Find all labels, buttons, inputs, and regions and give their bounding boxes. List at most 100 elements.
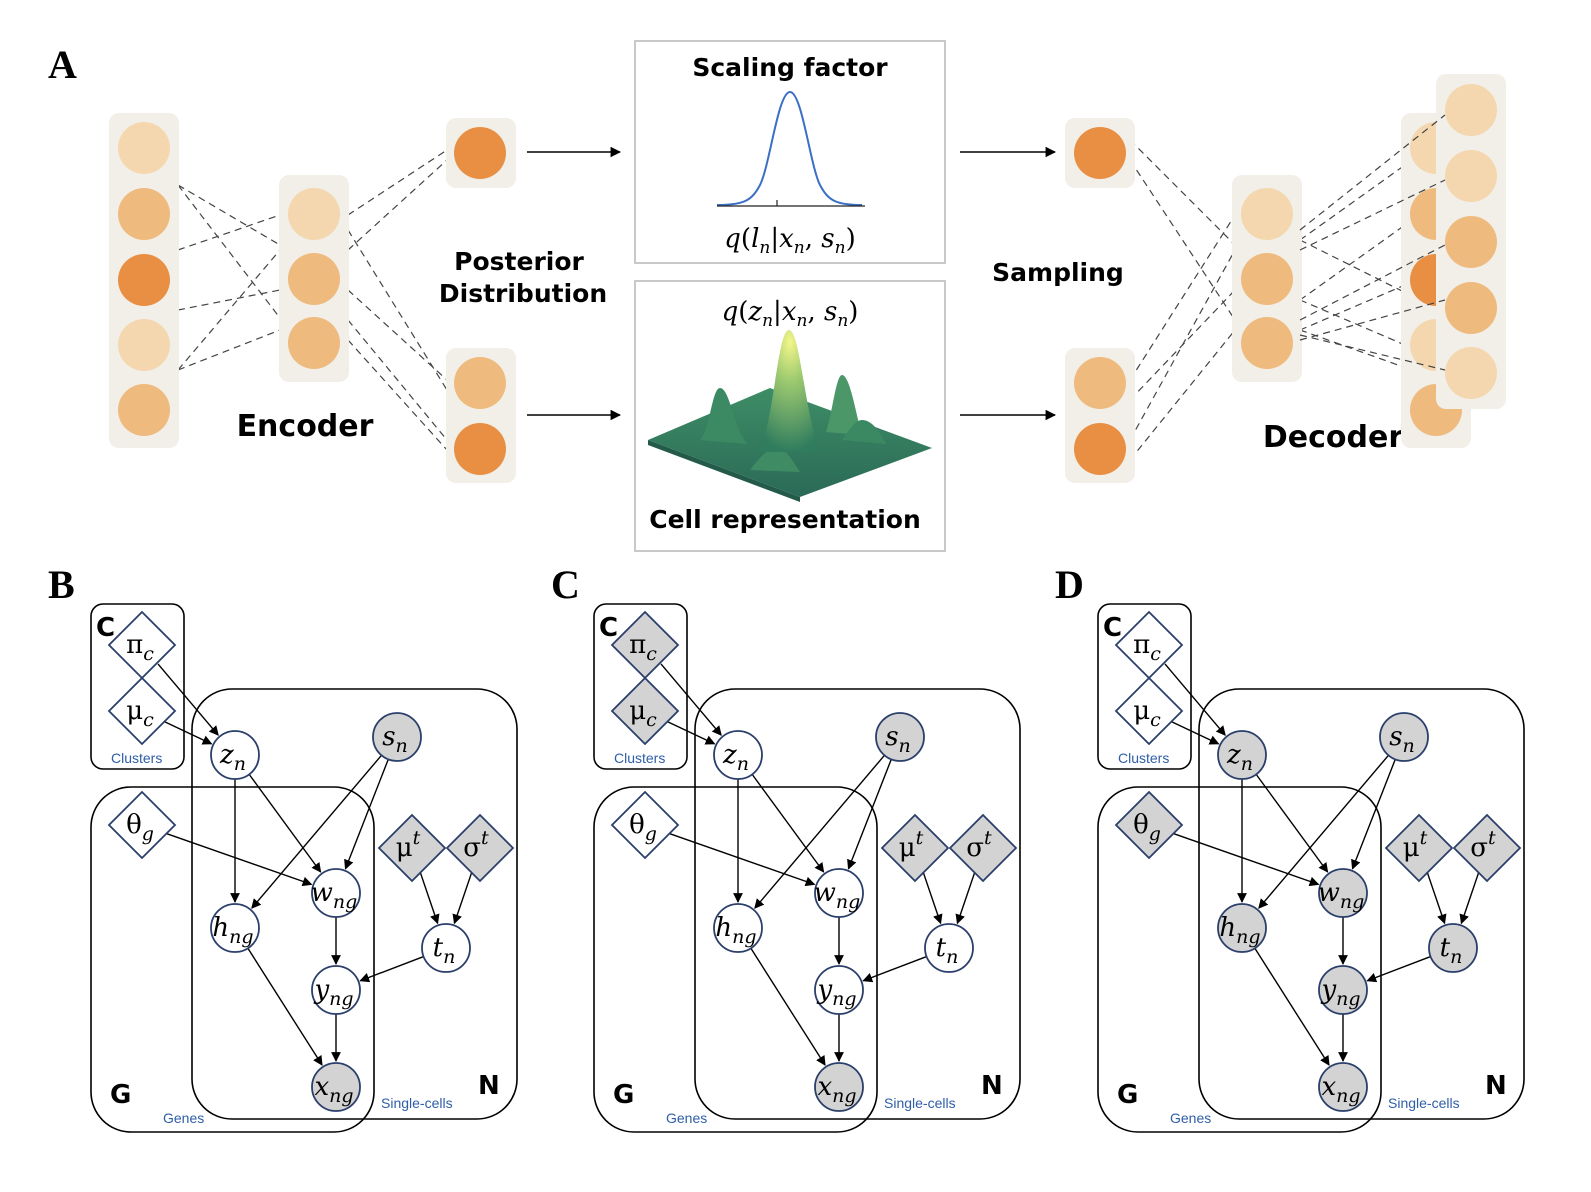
plate-n-label: N <box>981 1071 1003 1101</box>
plate-genes <box>1097 786 1382 1133</box>
gaussian-curve <box>716 90 863 206</box>
single-cells-label: Single-cells <box>884 1095 956 1111</box>
single-cells-label: Single-cells <box>1388 1095 1460 1111</box>
plate-single-cells <box>1198 688 1525 1120</box>
genes-label: Genes <box>1170 1110 1211 1126</box>
scaling-factor-title: Scaling factor <box>692 53 888 82</box>
node-s-label: sn <box>382 722 408 757</box>
node-s-label: sn <box>885 722 911 757</box>
node-x-label: xng <box>314 1072 353 1107</box>
sampling-label: Sampling <box>992 258 1124 287</box>
panel-letter-a: A <box>48 42 77 87</box>
node-mu <box>1114 676 1184 746</box>
node-mut <box>880 813 950 883</box>
node-pi-label: πc <box>629 630 657 665</box>
node-t <box>924 923 974 973</box>
node-t-label: tn <box>936 933 959 968</box>
node-w <box>814 868 864 918</box>
node-mut-label: μt <box>1403 827 1428 863</box>
edge-h-x <box>750 947 826 1066</box>
node-t <box>421 923 471 973</box>
scaling-formula: q(ln|xn, sn) <box>724 224 855 258</box>
node-h <box>713 903 763 953</box>
plate-single-cells <box>191 688 518 1120</box>
node-h-label: hng <box>715 913 756 948</box>
plate-c-label: C <box>599 613 618 643</box>
node-h-label: hng <box>1219 913 1260 948</box>
edge-mut-t <box>1426 871 1447 925</box>
node-y-label: yng <box>1320 975 1360 1010</box>
plate-n-label: N <box>478 1071 500 1101</box>
sampled-z-nodes <box>1065 348 1135 483</box>
node-x <box>814 1062 864 1112</box>
edge-z-w <box>751 773 825 873</box>
node-h-label: hng <box>212 913 253 948</box>
node-sigmat-label: σt <box>966 827 992 863</box>
node-x <box>311 1062 361 1112</box>
node-mut-label: μt <box>396 827 421 863</box>
node-pi-label: πc <box>1133 630 1161 665</box>
node-mu-label: μc <box>629 696 657 731</box>
panel-letter: C <box>551 562 580 607</box>
plate-clusters <box>90 603 185 770</box>
node-mut <box>377 813 447 883</box>
edge-mut-t <box>419 871 440 925</box>
node-t <box>1428 923 1478 973</box>
node-sigmat <box>445 813 515 883</box>
sampled-scaling-node <box>1065 118 1135 188</box>
decoder-output-connections <box>1299 114 1446 371</box>
decoder-label: Decoder <box>1263 420 1403 455</box>
edge-sigmat-t <box>1459 871 1480 925</box>
node-y <box>1318 965 1368 1015</box>
node-theta-label: θg <box>629 810 657 845</box>
node-pi-label: πc <box>126 630 154 665</box>
edge-h-x <box>247 947 323 1066</box>
output-layer-front <box>1436 74 1506 409</box>
plate-single-cells <box>694 688 1021 1120</box>
posterior-label: Posterior <box>454 247 584 276</box>
node-s <box>372 712 422 762</box>
node-s <box>875 712 925 762</box>
panel-letter: D <box>1055 562 1084 607</box>
node-mut <box>1384 813 1454 883</box>
edge-t-y <box>862 955 927 983</box>
edge-pi-z <box>660 663 722 736</box>
input-layer <box>109 113 179 448</box>
edge-theta-w <box>1172 832 1320 887</box>
latent-scaling-node <box>446 118 516 188</box>
node-sigmat-label: σt <box>1470 827 1496 863</box>
plate-c-label: C <box>96 613 115 643</box>
edge-s-h <box>251 754 383 909</box>
node-t-label: tn <box>1440 933 1463 968</box>
edge-s-h <box>754 754 886 909</box>
edge-pi-z <box>157 663 219 736</box>
node-z-label: zn <box>722 740 749 775</box>
node-mu-label: μc <box>1133 696 1161 731</box>
cell-representation-box: q(zn|xn, sn) Cell representation <box>634 280 946 552</box>
single-cells-label: Single-cells <box>381 1095 453 1111</box>
node-s-label: sn <box>1389 722 1415 757</box>
density-surface <box>648 330 932 502</box>
node-y <box>311 965 361 1015</box>
node-w-label: wng <box>814 878 861 913</box>
node-theta <box>1114 790 1184 860</box>
node-z <box>1217 730 1267 780</box>
edge-t-y <box>359 955 424 983</box>
plate-g-label: G <box>110 1080 131 1110</box>
edge-h-x <box>1254 947 1330 1066</box>
edge-t-y <box>1366 955 1431 983</box>
node-z-label: zn <box>219 740 246 775</box>
edge-sigmat-t <box>955 871 976 925</box>
node-mut-label: μt <box>899 827 924 863</box>
node-h <box>210 903 260 953</box>
node-theta <box>107 790 177 860</box>
panel-letter: B <box>48 562 75 607</box>
node-w <box>311 868 361 918</box>
node-mu-label: μc <box>126 696 154 731</box>
node-s <box>1379 712 1429 762</box>
cell-formula: q(zn|xn, sn) <box>722 297 859 331</box>
latent-z-nodes <box>446 348 516 483</box>
edge-s-w <box>1351 759 1396 870</box>
